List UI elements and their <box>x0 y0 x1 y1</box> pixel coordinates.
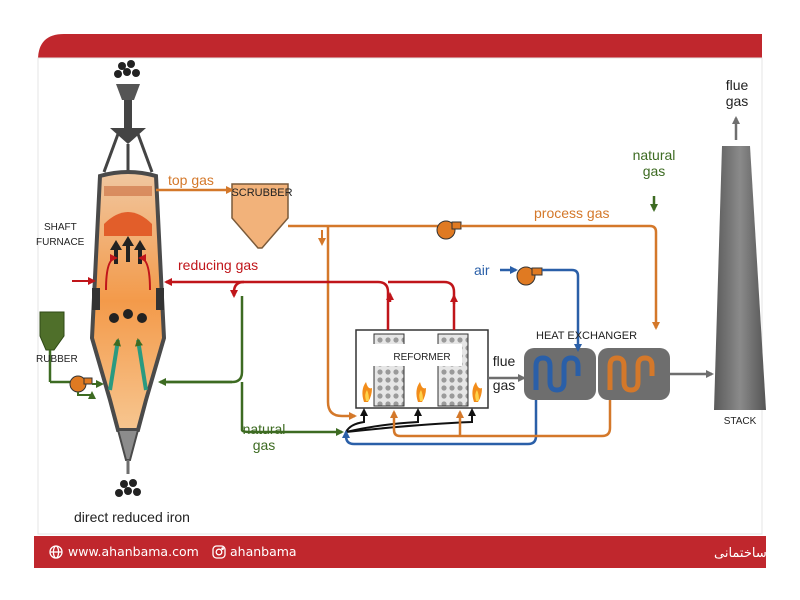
shaft-furnace <box>89 60 167 497</box>
label-flue-gas-top-2: gas <box>726 93 749 109</box>
label-shaft-furnace-1: SHAFT <box>44 222 77 233</box>
scrubber-top <box>231 183 289 249</box>
label-natural-gas-bottom-2: gas <box>253 437 276 453</box>
stack <box>714 116 766 410</box>
label-process-gas: process gas <box>534 205 609 221</box>
burner-flame-icon <box>362 382 482 402</box>
footer: www.ahanbama.com ahanbama مشاوره و فروش … <box>49 544 800 561</box>
scrubber-left <box>39 311 104 399</box>
labels: flue gas natural gas top gas SCRUBBER pr… <box>36 77 757 525</box>
pellets-bottom-icon <box>115 479 141 497</box>
label-shaft-furnace-2: FURNACE <box>36 237 85 248</box>
pellets-top-icon <box>114 60 140 78</box>
label-natural-gas-top-2: gas <box>643 163 666 179</box>
label-reformer: REFORMER <box>393 352 450 363</box>
label-heat-exchanger: HEAT EXCHANGER <box>536 330 637 342</box>
process-gas-line <box>461 224 660 330</box>
label-scrubber-top: SCRUBBER <box>231 187 292 199</box>
footer-tagline: مشاوره و فروش آهن آلات صنعتی و ساختمانی <box>714 544 800 561</box>
label-scrubber-left: RUBBER <box>36 354 78 365</box>
label-flue-gas-mid-1: flue <box>493 353 516 369</box>
combustion-air-line <box>342 400 538 446</box>
globe-icon <box>49 545 63 559</box>
heat-exchanger <box>524 348 670 400</box>
footer-website[interactable]: www.ahanbama.com <box>68 544 199 559</box>
preheated-gas-line <box>390 400 612 438</box>
label-natural-gas-top-1: natural <box>633 147 676 163</box>
label-flue-gas-mid-2: gas <box>493 377 516 393</box>
reducing-gas-lines <box>164 278 458 384</box>
natural-gas-bottom-line <box>240 382 344 436</box>
footer-bar <box>34 536 766 568</box>
top-accent-bar <box>38 34 762 60</box>
label-air: air <box>474 262 490 278</box>
footer-instagram[interactable]: ahanbama <box>230 544 297 559</box>
label-direct-reduced-iron: direct reduced iron <box>74 509 190 525</box>
label-reducing-gas: reducing gas <box>178 257 258 273</box>
label-flue-gas-top-1: flue <box>726 77 749 93</box>
reformer <box>355 329 489 409</box>
instagram-icon <box>212 545 226 559</box>
label-stack: STACK <box>724 416 757 427</box>
air-blower-icon <box>516 266 543 286</box>
label-top-gas: top gas <box>168 172 214 188</box>
label-natural-gas-bottom-1: natural <box>243 421 286 437</box>
compressor-process-icon <box>436 220 462 240</box>
